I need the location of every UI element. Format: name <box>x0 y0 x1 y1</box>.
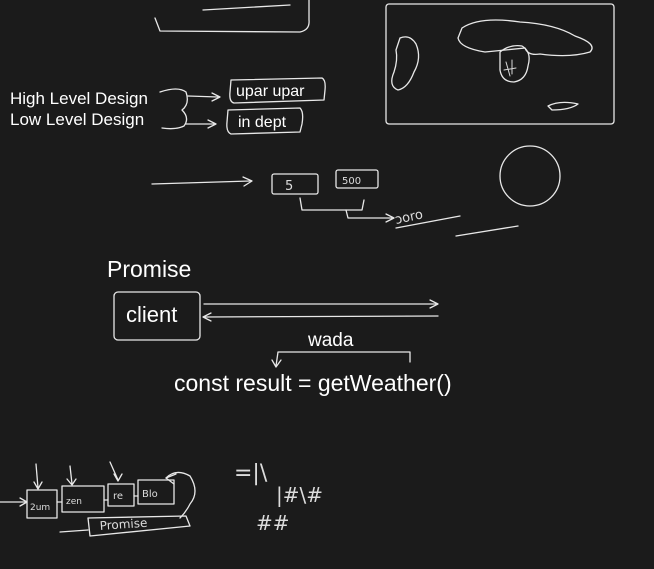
arrow-to-number-boxes <box>151 176 253 187</box>
design-arrows <box>159 88 221 130</box>
world-map-sketch <box>385 3 615 125</box>
in-dept-box <box>226 107 304 135</box>
chain-box-2-label: zen <box>66 497 82 507</box>
box-500 <box>335 169 379 189</box>
chain-box-4-label: Blo <box>142 489 158 500</box>
box-5 <box>271 173 319 195</box>
hash-scribble-1: =|\ <box>234 461 268 486</box>
promise-heading: Promise <box>107 256 192 282</box>
wada-bracket <box>271 351 411 368</box>
low-level-design-text: Low Level Design <box>10 110 145 129</box>
code-line: const result = getWeather() <box>174 370 452 396</box>
hash-scribble-2: |#\# <box>276 483 323 507</box>
client-box <box>113 291 201 341</box>
chain-promise-label: Promise <box>99 516 148 533</box>
scribble-under-boxes: ɔoro <box>394 207 425 228</box>
wada-label: wada <box>308 330 354 351</box>
top-box-sketch <box>154 0 310 33</box>
circle-sketch <box>499 145 561 207</box>
hash-scribble-3: ## <box>256 511 290 535</box>
high-level-design-text: High Level Design <box>10 89 148 108</box>
promise-chain-sketch <box>0 461 196 537</box>
box-500-label: 500 <box>342 176 361 187</box>
chain-box-1-label: 2um <box>30 503 50 513</box>
client-label: client <box>126 302 178 327</box>
chain-box-3-label: re <box>113 491 123 502</box>
box-5-label: 5 <box>285 179 293 194</box>
upar-upar-box <box>229 77 326 104</box>
upar-upar-text: upar upar <box>236 83 305 100</box>
in-dept-text: in dept <box>238 114 287 131</box>
bracket-under-boxes <box>299 197 519 237</box>
client-server-arrows <box>202 299 439 322</box>
